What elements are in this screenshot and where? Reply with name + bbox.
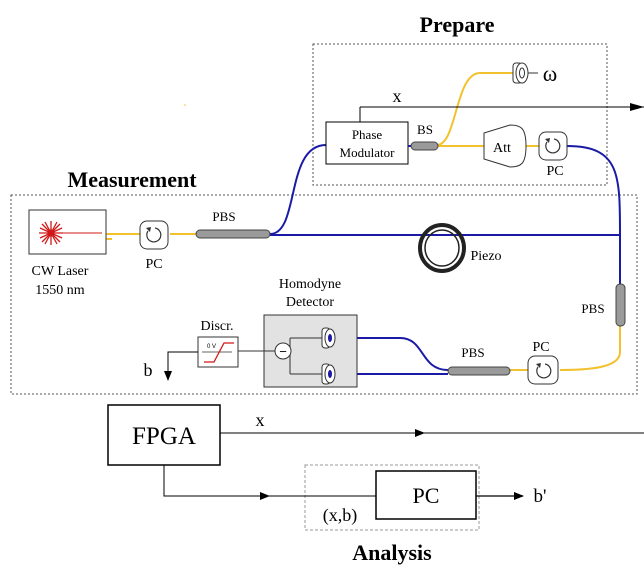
fpga-box (107, 404, 221, 466)
phase-modulator-box (325, 121, 409, 165)
circular-arrow-icon (146, 227, 162, 243)
x-fpga-label: x (256, 410, 265, 430)
photodiode-icon (289, 327, 336, 385)
pc-prepare (538, 131, 568, 161)
pbs-bottom-label: PBS (461, 345, 484, 360)
stray-dot (184, 104, 186, 106)
laser-starburst-icon (39, 221, 102, 245)
cw-laser-wavelength: 1550 nm (35, 283, 85, 298)
homodyne-label: Homodyne (279, 277, 341, 292)
omega-label: ω (543, 61, 557, 86)
homodyne-label-2: Detector (286, 295, 335, 310)
phase-modulator-label: Phase (352, 127, 383, 142)
x-prepare-label: x (393, 86, 402, 106)
prepare-title: Prepare (420, 12, 495, 37)
yellow-fibers (106, 72, 621, 371)
measurement-title: Measurement (67, 167, 197, 192)
b-label: b (144, 360, 153, 380)
circular-arrow-icon (536, 363, 552, 379)
bs-label: BS (417, 122, 433, 137)
pbs-top-label: PBS (212, 209, 235, 224)
pc-laser-label: PC (145, 257, 162, 272)
minus-sign: − (279, 344, 287, 359)
pbs-right-splitter (615, 283, 626, 327)
b-prime-label: b' (534, 486, 547, 507)
prepare-box (312, 43, 608, 186)
xb-label: (x,b) (323, 505, 358, 526)
step-function-icon (202, 342, 234, 363)
pc-bottom-label: PC (532, 340, 549, 355)
piezo-label: Piezo (470, 249, 501, 264)
cw-laser-box (28, 209, 107, 255)
pbs-right-label: PBS (581, 301, 604, 316)
analysis-pc-box (375, 470, 477, 520)
fpga-label: FPGA (132, 423, 196, 450)
phase-modulator-label-2: Modulator (340, 145, 396, 160)
blue-fibers (269, 144, 621, 375)
pbs-bottom-splitter (447, 366, 511, 376)
fiber-coil-icon (418, 223, 466, 273)
analysis-pc-label: PC (413, 483, 440, 508)
att-trapezoid (483, 124, 527, 168)
measurement-box (10, 194, 638, 395)
discr-label: Discr. (200, 319, 233, 334)
analysis-title: Analysis (352, 540, 432, 565)
circular-arrow-icon (545, 138, 561, 154)
att-label: Att (493, 141, 511, 156)
pbs-top-splitter (195, 229, 271, 239)
cw-laser-label: CW Laser (32, 264, 89, 279)
discr-voltage: 0 V (207, 344, 216, 350)
pc-bottom (527, 355, 559, 385)
pc-laser (139, 220, 169, 250)
pc-prepare-label: PC (546, 164, 563, 179)
analysis-box (304, 464, 480, 531)
bs-splitter (410, 141, 439, 151)
photodiode-icon (512, 62, 538, 84)
